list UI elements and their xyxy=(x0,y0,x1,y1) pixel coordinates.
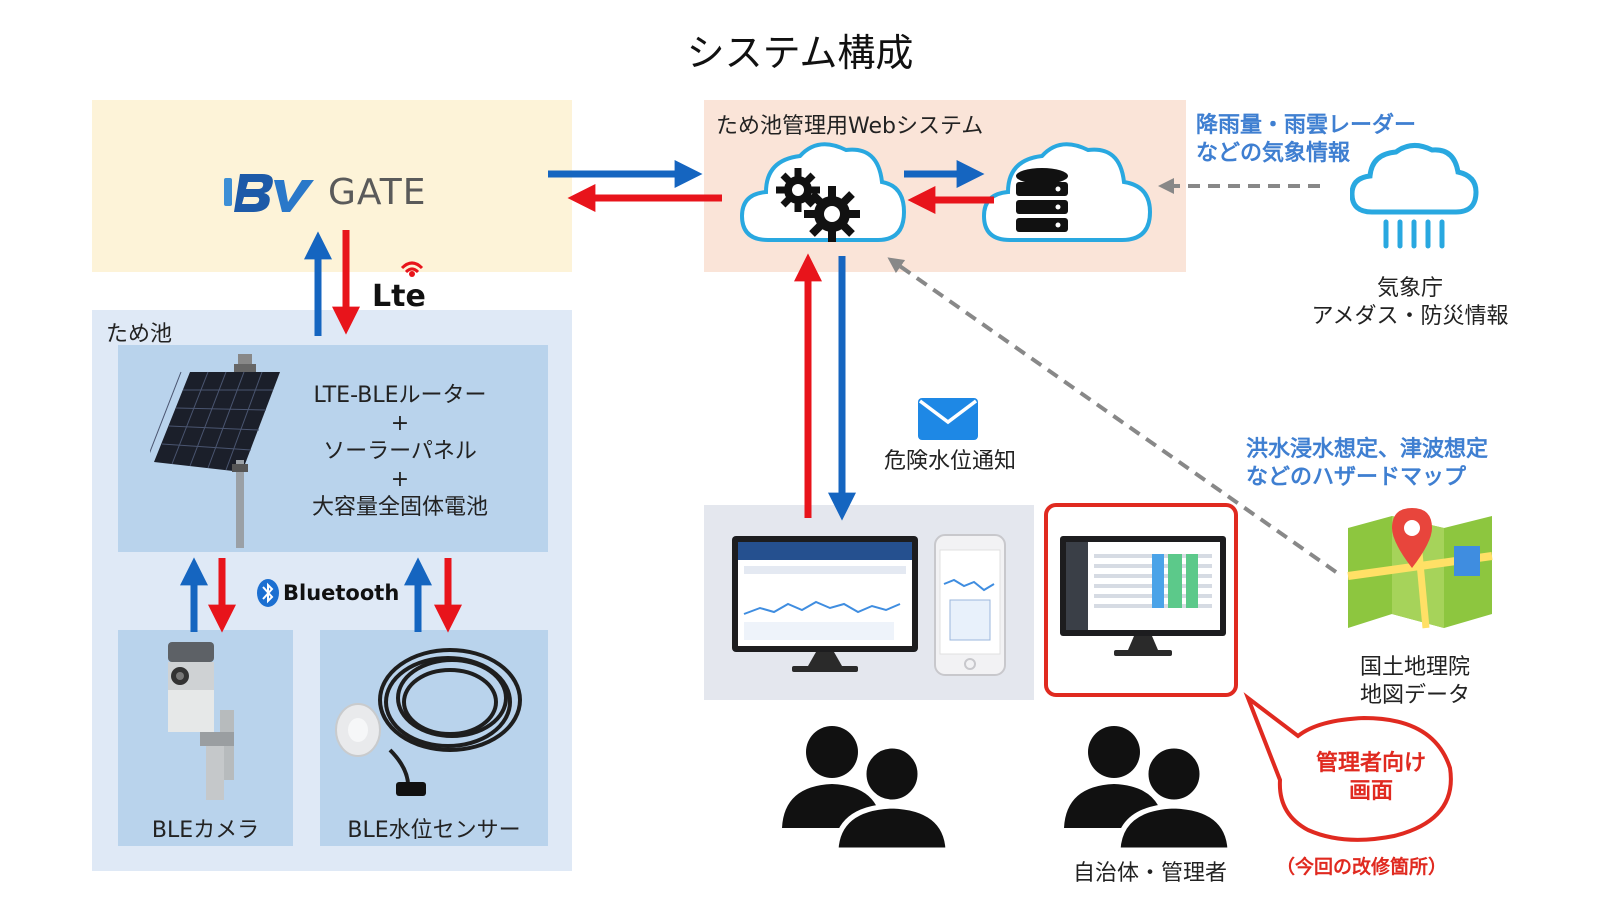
gsi-label-line-2: 地図データ xyxy=(1360,683,1471,708)
bv-gate-panel xyxy=(92,100,572,272)
desktop-monitor-image xyxy=(732,536,918,672)
router-line-3: ソーラーパネル xyxy=(323,439,477,464)
hazard-map-note: 洪水浸水想定、津波想定 などのハザードマップ xyxy=(1246,436,1488,492)
gsi-data-arrow xyxy=(887,257,1338,574)
jma-label: 気象庁 アメダス・防災情報 xyxy=(1300,275,1520,331)
admin-users-icon xyxy=(1064,726,1232,852)
gsi-label: 国土地理院 地図データ xyxy=(1326,654,1526,710)
lte-logo: Lte xyxy=(370,258,430,314)
jma-label-line-2: アメダス・防災情報 xyxy=(1311,304,1509,329)
callout-line-1: 管理者向け xyxy=(1315,751,1426,776)
bluetooth-logo: Bluetooth xyxy=(256,578,399,608)
ble-water-sensor-image xyxy=(335,648,522,796)
hazard-note-line-2: などのハザードマップ xyxy=(1246,465,1467,490)
ble-camera-image xyxy=(168,642,234,800)
gate-logo-text: GATE xyxy=(328,171,427,213)
callout-text: 管理者向け 画面 xyxy=(1296,750,1446,806)
jma-label-line-1: 気象庁 xyxy=(1376,276,1443,301)
hazard-note-line-1: 洪水浸水想定、津波想定 xyxy=(1246,437,1489,462)
callout-line-2: 画面 xyxy=(1348,779,1393,804)
page-title: システム構成 xyxy=(686,31,914,75)
rain-cloud-icon xyxy=(1350,143,1479,249)
router-line-4: + xyxy=(390,467,410,492)
gear-icon xyxy=(776,168,860,242)
alert-label: 危険水位通知 xyxy=(883,449,1016,474)
gsi-label-line-1: 国土地理院 xyxy=(1360,655,1471,680)
bluetooth-text: Bluetooth xyxy=(283,581,400,605)
router-line-1: LTE-BLEルーター xyxy=(313,383,487,408)
users-icon xyxy=(782,726,950,852)
web-server-cloud-icon xyxy=(739,142,907,242)
bv-gate-logo: GATE xyxy=(222,168,426,216)
users-label: 自治体・管理者 xyxy=(1072,861,1227,886)
modified-area-note: （今回の改修箇所） xyxy=(1276,856,1448,878)
lte-signal-icon: Lte xyxy=(372,261,426,314)
lte-text: Lte xyxy=(372,279,426,310)
tameike-label: ため池 xyxy=(106,322,173,347)
weather-note-line-2: などの気象情報 xyxy=(1196,141,1351,166)
bluetooth-icon xyxy=(257,579,279,607)
mail-icon xyxy=(918,398,978,440)
admin-monitor-image xyxy=(1060,536,1226,656)
web-system-label: ため池管理用Webシステム xyxy=(716,114,984,139)
smartphone-image xyxy=(934,534,1006,676)
bv-logo-icon xyxy=(224,174,314,212)
router-description: LTE-BLEルーター + ソーラーパネル + 大容量全固体電池 xyxy=(295,382,505,522)
weather-note-line-1: 降雨量・雨雲レーダー xyxy=(1196,113,1417,138)
weather-info-note: 降雨量・雨雲レーダー などの気象情報 xyxy=(1196,112,1416,168)
map-pin-icon xyxy=(1347,508,1493,629)
database-icon xyxy=(1016,168,1068,232)
router-line-2: + xyxy=(390,411,410,436)
router-line-5: 大容量全固体電池 xyxy=(311,495,488,520)
database-cloud-icon xyxy=(981,142,1153,242)
ble-sensor-label: BLE水位センサー xyxy=(347,818,521,843)
solar-router-image xyxy=(150,354,280,548)
modified-screen-highlight xyxy=(1044,503,1238,697)
admin-screen-callout xyxy=(1243,692,1453,842)
ble-camera-label: BLEカメラ xyxy=(151,818,260,843)
